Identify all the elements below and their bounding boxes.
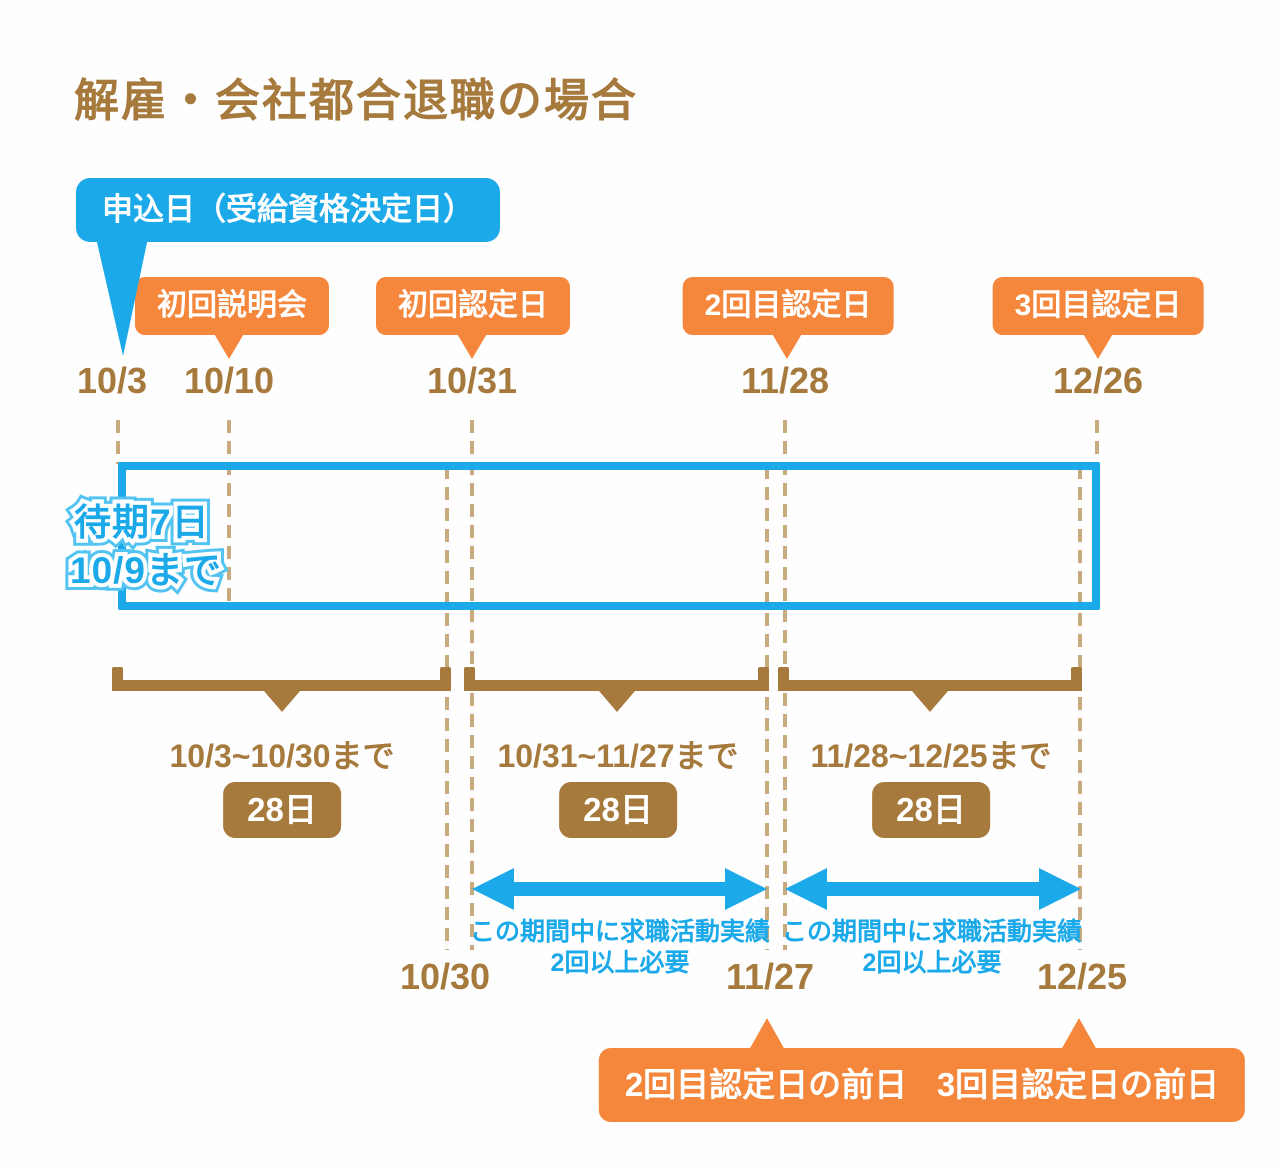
date-label-top: 11/28 bbox=[740, 360, 830, 401]
dashed-guide-line bbox=[116, 420, 120, 464]
period-range-label: 11/28~12/25まで bbox=[810, 738, 1052, 774]
dashed-guide-line bbox=[765, 466, 769, 950]
day-count-badge: 28日 bbox=[223, 782, 341, 838]
date-label-bottom: 11/27 bbox=[725, 956, 815, 997]
callout-day-before-third-certification: 3回目認定日の前日 bbox=[910, 1048, 1246, 1122]
application-date-callout: 申込日（受給資格決定日） bbox=[76, 178, 500, 242]
double-arrow bbox=[472, 866, 767, 912]
callout-first-briefing: 初回説明会 bbox=[135, 277, 329, 335]
callout-pointer-day-before-third bbox=[1061, 1018, 1097, 1050]
callout-first-certification: 初回認定日 bbox=[376, 277, 570, 335]
callout-pointer-day-before-second bbox=[749, 1018, 785, 1050]
period-range-label: 10/3~10/30まで bbox=[169, 738, 395, 774]
timeline-box bbox=[118, 462, 1100, 610]
dashed-guide-line bbox=[1078, 466, 1082, 950]
day-count-badge: 28日 bbox=[559, 782, 677, 838]
date-label-bottom: 12/25 bbox=[1036, 956, 1128, 997]
waiting-period-line1: 待期7日 待期7日 待期7日 bbox=[67, 495, 216, 550]
period-bracket bbox=[778, 667, 1082, 713]
callout-pointer-third-certification bbox=[1082, 332, 1114, 359]
date-label-top: 10/3 bbox=[76, 360, 148, 401]
period-bracket bbox=[112, 667, 451, 713]
callout-pointer-first-briefing bbox=[213, 332, 245, 359]
callout-pointer-first-certification bbox=[456, 332, 488, 359]
date-label-top: 10/10 bbox=[183, 360, 275, 401]
date-label-bottom: 10/30 bbox=[399, 956, 491, 997]
page-title: 解雇・会社都合退職の場合 bbox=[74, 75, 639, 126]
callout-pointer-second-certification bbox=[771, 332, 803, 359]
activity-requirement-note: この期間中に求職活動実績 2回以上必要 bbox=[469, 918, 771, 977]
callout-day-before-second-certification: 2回目認定日の前日 bbox=[598, 1048, 934, 1122]
period-range-label: 10/31~11/27まで bbox=[497, 738, 739, 774]
dashed-guide-line bbox=[445, 466, 449, 950]
date-label-top: 10/31 bbox=[426, 360, 518, 401]
period-bracket bbox=[464, 667, 769, 713]
dashed-guide-line bbox=[227, 420, 231, 610]
activity-requirement-note: この期間中に求職活動実績 2回以上必要 bbox=[781, 918, 1083, 977]
day-count-badge: 28日 bbox=[872, 782, 990, 838]
callout-second-certification: 2回目認定日 bbox=[682, 277, 894, 335]
callout-third-certification: 3回目認定日 bbox=[992, 277, 1204, 335]
double-arrow bbox=[785, 866, 1081, 912]
date-label-top: 12/26 bbox=[1052, 360, 1144, 401]
waiting-period-line2: 10/9まで 10/9まで 10/9まで bbox=[63, 543, 228, 598]
